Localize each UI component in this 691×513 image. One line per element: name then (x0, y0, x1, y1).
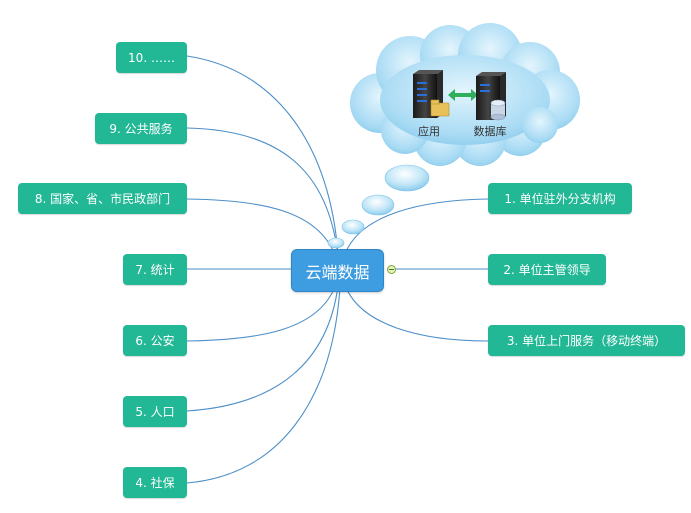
connector-4 (186, 287, 341, 484)
node-label: 7. 统计 (135, 262, 175, 277)
database-cylinder-icon (490, 99, 506, 121)
node-label: 6. 公安 (135, 333, 175, 348)
node-2[interactable]: 2. 单位主管领导 (488, 254, 606, 285)
connector-10 (186, 55, 339, 255)
node-4[interactable]: 4. 社保 (123, 467, 187, 498)
connector-1 (344, 198, 489, 255)
collapse-toggle-icon[interactable] (387, 265, 396, 274)
node-label: 10. …… (128, 50, 175, 65)
folder-icon (430, 99, 450, 117)
node-label: 8. 国家、省、市民政部门 (34, 191, 171, 206)
connector-6 (186, 283, 337, 342)
connector-3 (344, 284, 489, 342)
connector-5 (186, 285, 339, 412)
node-10[interactable]: 10. …… (116, 42, 187, 73)
cloud-app-label: 应用 (418, 124, 440, 138)
center-node[interactable]: 云端数据 (291, 249, 384, 292)
node-7[interactable]: 7. 统计 (123, 254, 187, 285)
thought-bubbles (327, 164, 430, 249)
node-8[interactable]: 8. 国家、省、市民政部门 (18, 183, 187, 214)
node-9[interactable]: 9. 公共服务 (95, 113, 187, 144)
node-6[interactable]: 6. 公安 (123, 325, 187, 356)
connector-9 (186, 127, 339, 257)
node-5[interactable]: 5. 人口 (123, 396, 187, 427)
cloud-db-label: 数据库 (474, 124, 507, 138)
node-3[interactable]: 3. 单位上门服务（移动终端） (488, 325, 685, 356)
node-label: 4. 社保 (135, 475, 175, 490)
node-label: 3. 单位上门服务（移动终端） (506, 333, 667, 348)
node-1[interactable]: 1. 单位驻外分支机构 (488, 183, 632, 214)
sync-arrow-icon (448, 89, 478, 101)
node-label: 9. 公共服务 (109, 121, 173, 136)
center-node-label: 云端数据 (305, 262, 370, 282)
node-label: 2. 单位主管领导 (503, 262, 591, 277)
node-label: 5. 人口 (135, 404, 175, 419)
node-label: 1. 单位驻外分支机构 (504, 191, 616, 206)
